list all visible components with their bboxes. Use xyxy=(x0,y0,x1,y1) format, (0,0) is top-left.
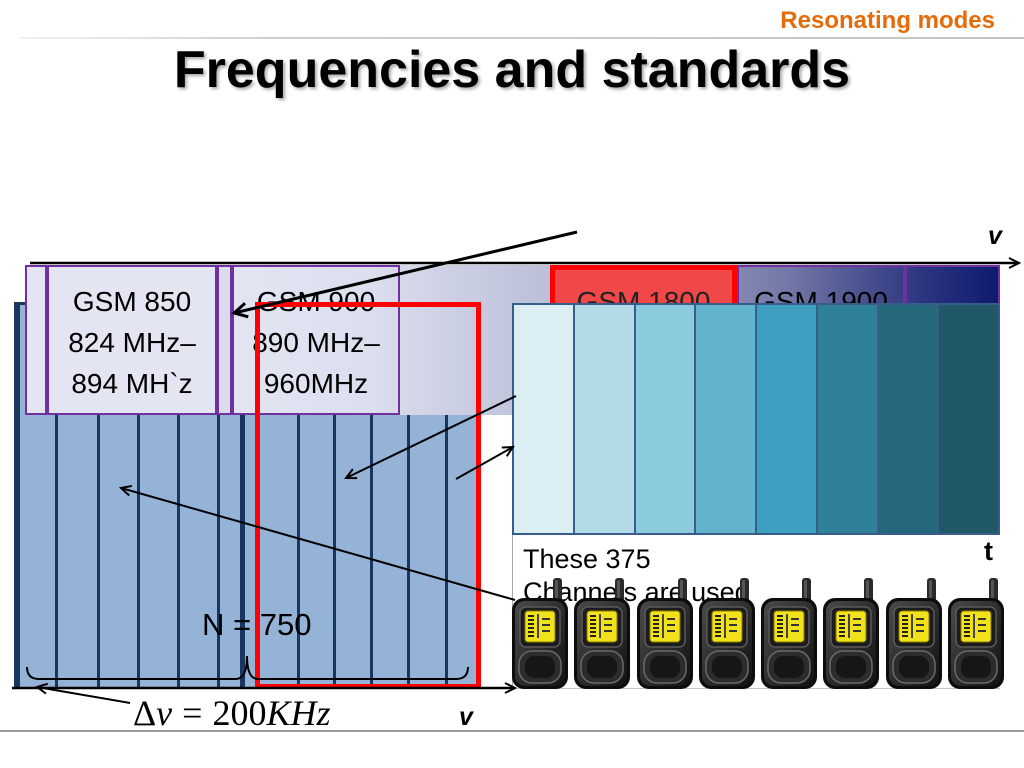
channel-divider xyxy=(55,305,58,689)
mobile-phone-icon xyxy=(885,578,943,690)
band-range-end: 894 MH`z xyxy=(71,368,193,399)
mobile-phone-icon xyxy=(760,578,818,690)
time-slot-8 xyxy=(937,305,998,533)
formula-symbol: ν xyxy=(156,693,173,733)
slide-title: Frequencies and standards xyxy=(173,41,851,99)
formula-unit: KHz xyxy=(266,693,331,733)
band-segment xyxy=(25,265,47,415)
frequency-axis-label-top: v xyxy=(988,222,1002,250)
time-slot-panel xyxy=(512,303,1000,535)
channel-spacing-formula: Δν=200KHz xyxy=(133,693,330,733)
mobile-phone-icon xyxy=(822,578,880,690)
band-name: GSM 850 xyxy=(72,286,192,317)
band-gsm-850: GSM 850 824 MHz– 894 MH`z xyxy=(47,265,217,415)
mobile-phone-icon xyxy=(573,578,631,690)
time-slot-3 xyxy=(633,305,695,533)
time-axis-label: t xyxy=(984,536,993,566)
frequency-axis-label-bottom: v xyxy=(459,703,473,731)
time-slot-1 xyxy=(514,305,573,533)
mobile-phone-icon xyxy=(636,578,694,690)
formula-value: 200 xyxy=(212,693,267,733)
formula-delta: Δ xyxy=(133,693,157,733)
band-range-start: 824 MHz– xyxy=(68,327,196,358)
mobile-phone-icon xyxy=(511,578,569,690)
note-line: These 375 xyxy=(523,544,651,574)
footer-rule xyxy=(0,730,1024,732)
time-slot-4 xyxy=(694,305,755,533)
band-range-end: 960MHz xyxy=(263,368,369,399)
mobile-phone-icon xyxy=(947,578,1005,690)
mobile-phone-icon xyxy=(698,578,756,690)
time-slot-7 xyxy=(876,305,938,533)
time-slot-6 xyxy=(815,305,877,533)
band-segment xyxy=(217,265,232,415)
formula-equals: = xyxy=(182,693,203,733)
phone-row xyxy=(511,578,1005,690)
header-rule xyxy=(20,37,1024,39)
time-slot-5 xyxy=(755,305,816,533)
band-range-start: 890 MHz– xyxy=(252,327,380,358)
section-label: Resonating modes xyxy=(780,7,995,34)
time-slot-2 xyxy=(572,305,634,533)
pointer-arrow xyxy=(37,687,131,704)
channel-divider xyxy=(97,305,100,689)
channel-count-label: N = 750 xyxy=(202,607,312,642)
